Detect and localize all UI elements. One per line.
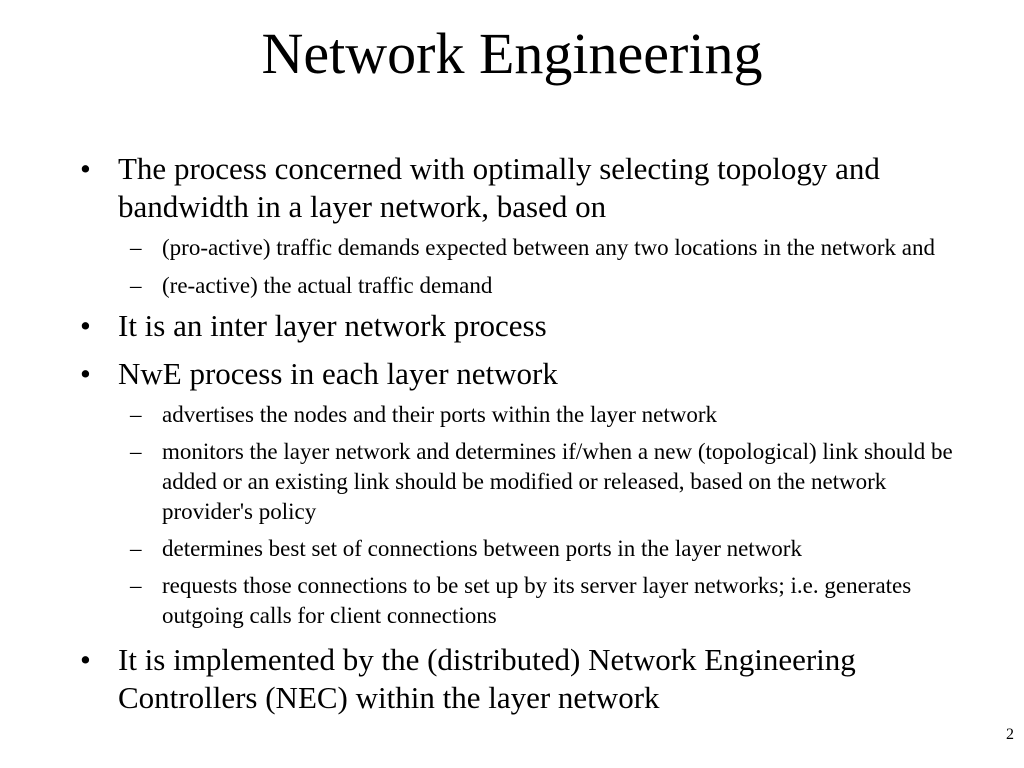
bullet-text: It is implemented by the (distributed) N… [118, 642, 856, 715]
sub-bullet-item: – (pro-active) traffic demands expected … [80, 233, 980, 263]
bullet-item: • The process concerned with optimally s… [80, 150, 980, 226]
sub-bullet-item: – advertises the nodes and their ports w… [80, 400, 980, 430]
page-number: 2 [1006, 726, 1014, 743]
sub-bullet-text: advertises the nodes and their ports wit… [162, 402, 718, 427]
sub-bullet-text: determines best set of connections betwe… [162, 536, 802, 561]
sub-bullet-item: – monitors the layer network and determi… [80, 437, 977, 527]
bullet-text: The process concerned with optimally sel… [118, 151, 880, 224]
bullet-item: • NwE process in each layer network [80, 355, 980, 393]
bullet-text: NwE process in each layer network [118, 356, 558, 391]
sub-bullet-text: (re-active) the actual traffic demand [162, 273, 493, 298]
sub-bullet-item: – (re-active) the actual traffic demand [80, 271, 980, 301]
slide-title: Network Engineering [261, 21, 763, 86]
bullet-item: • It is implemented by the (distributed)… [80, 641, 980, 717]
sub-bullet-text: requests those connections to be set up … [162, 573, 912, 628]
sub-bullet-marker: – [130, 235, 142, 260]
sub-bullet-text: (pro-active) traffic demands expected be… [162, 235, 935, 260]
bullet-text: It is an inter layer network process [118, 308, 547, 343]
sub-bullet-marker: – [130, 273, 142, 298]
sub-bullet-marker: – [130, 573, 142, 598]
sub-bullet-marker: – [130, 536, 142, 561]
sub-bullet-item: – determines best set of connections bet… [80, 534, 980, 564]
bullet-list: • The process concerned with optimally s… [80, 150, 980, 717]
sub-bullet-marker: – [130, 439, 142, 464]
bullet-marker: • [80, 308, 91, 343]
bullet-item: • It is an inter layer network process [80, 307, 980, 345]
sub-bullet-text: monitors the layer network and determine… [162, 439, 953, 524]
bullet-marker: • [80, 151, 91, 186]
sub-bullet-marker: – [130, 402, 142, 427]
sub-bullet-item: – requests those connections to be set u… [80, 571, 962, 631]
bullet-marker: • [80, 356, 91, 391]
bullet-marker: • [80, 642, 91, 677]
